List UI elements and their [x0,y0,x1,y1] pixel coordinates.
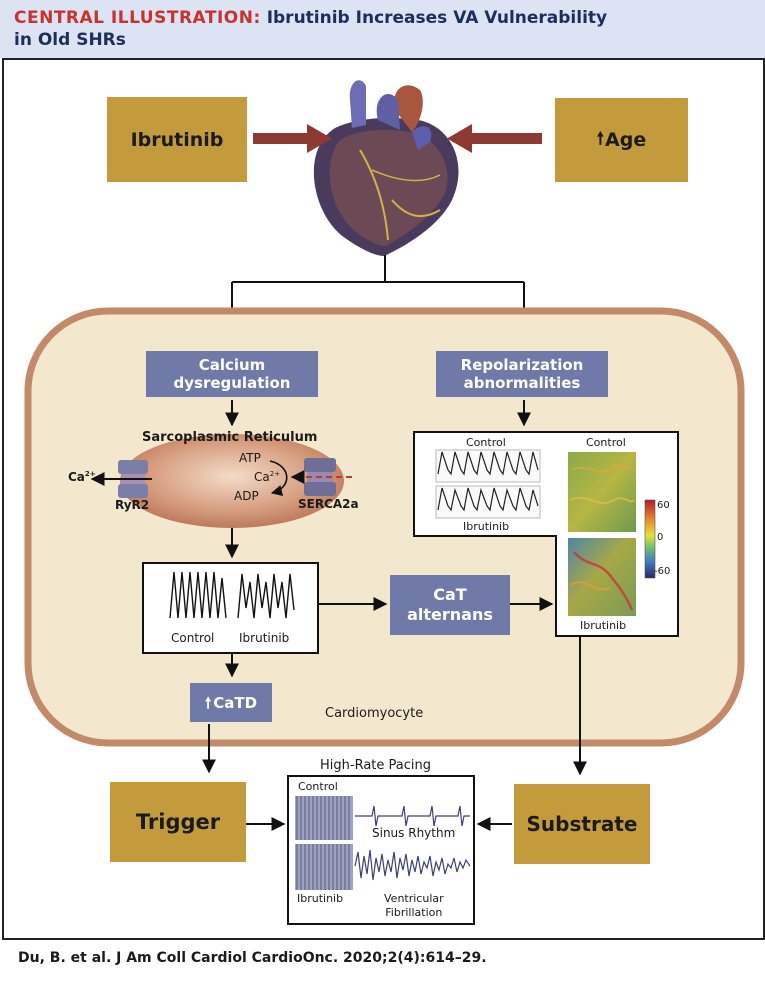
ibrutinib-box: Ibrutinib [107,97,247,182]
substrate-label: Substrate [526,812,638,836]
calcium-line1: Calcium [198,356,266,374]
pacing-ibrutinib-label: Ibrutinib [297,892,344,905]
title-lead: CENTRAL ILLUSTRATION: [14,8,261,28]
control-map [568,452,636,532]
atp-cycle-arrow [269,460,288,496]
serca2a-label: SERCA2a [298,497,359,511]
trigger-label: Trigger [135,810,221,834]
ca-left-sup: 2+ [84,470,96,478]
cell-connectors [225,400,554,678]
scale-mid-label: 0 [657,532,664,543]
trigger-box: Trigger [110,782,246,862]
calcium-line2: dysregulation [173,374,291,392]
ibrutinib-pacing-block [295,844,353,890]
alternans-line2: alternans [407,605,493,624]
input-arrow-right [447,124,542,153]
pacing-title: High-Rate Pacing [320,758,431,773]
up-arrow-icon: 🠕 [596,128,605,149]
substrate-box: Substrate [514,784,650,864]
age-box: 🠕Age [555,98,688,182]
ibrutinib-map [568,538,636,616]
sr-title: Sarcoplasmic Reticulum [142,430,318,445]
cat-ibrutinib-label: Ibrutinib [239,631,290,645]
title-rest: Ibrutinib Increases VA Vulnerability [266,8,608,28]
scale-max-label: 60 [657,500,670,511]
age-label: Age [605,129,647,151]
output-connectors [202,636,587,831]
cat-alternans-box: CaT alternans [390,575,510,635]
ibrutinib-ap-trace [437,487,539,512]
citation: Du, B. et al. J Am Coll Cardiol CardioOn… [18,950,487,966]
control-ap-trace [437,451,539,476]
adp-label: ADP [234,489,259,503]
ca-inner-text: Ca [254,470,270,484]
control-pacing-block [295,796,353,840]
ca-left-text: Ca [68,470,85,484]
figure-title: CENTRAL ILLUSTRATION: Ibrutinib Increase… [14,8,607,28]
ca-inner-sup: 2+ [269,470,281,478]
repol-line1: Repolarization [460,356,584,374]
repol-ibrutinib-map-label: Ibrutinib [580,619,627,632]
repol-ibrutinib-trace-label: Ibrutinib [463,520,510,533]
ibrutinib-cat-trace [237,573,295,619]
catd-label: CaTD [213,693,258,712]
cat-control-label: Control [171,631,215,645]
cardiomyocyte-label: Cardiomyocyte [325,706,424,721]
control-cat-trace [169,571,227,619]
control-ap-frame [435,449,541,483]
sinus-rhythm-trace [355,805,470,827]
alternans-line1: CaT [433,585,467,604]
pacing-control-label: Control [298,780,338,793]
scale-min-label: -60 [654,566,671,577]
repol-line2: abnormalities [463,374,581,392]
vf-label: Ventricular Fibrillation [384,892,444,920]
sarcoplasmic-reticulum [120,434,344,528]
vf-line2: Fibrillation [385,906,443,919]
ibrutinib-ap-frame [435,485,541,519]
header-band [0,0,765,58]
vf-line1: Ventricular [384,892,444,905]
figure-title-line2: in Old SHRs [14,30,126,50]
calcium-dysregulation-box: Calcium dysregulation [146,351,318,397]
ibrutinib-label: Ibrutinib [130,128,224,151]
sinus-rhythm-label: Sinus Rhythm [372,826,456,840]
up-arrow-icon: 🠕 [204,693,212,712]
color-scale-bar [644,499,656,579]
ca-left-label: Ca2+ [68,470,96,484]
repolarization-box: Repolarization abnormalities [436,351,608,397]
vf-trace [354,849,471,881]
input-arrow-left [253,124,332,153]
cat-traces-panel [142,562,319,654]
repol-control-trace-label: Control [466,436,506,449]
ryr2-label: RyR2 [115,498,150,512]
heart-illustration [313,80,459,257]
atp-label: ATP [239,451,261,465]
catd-box: 🠕CaTD [190,683,272,722]
ca-inner-label: Ca2+ [254,470,280,484]
repol-control-map-label: Control [586,436,626,449]
